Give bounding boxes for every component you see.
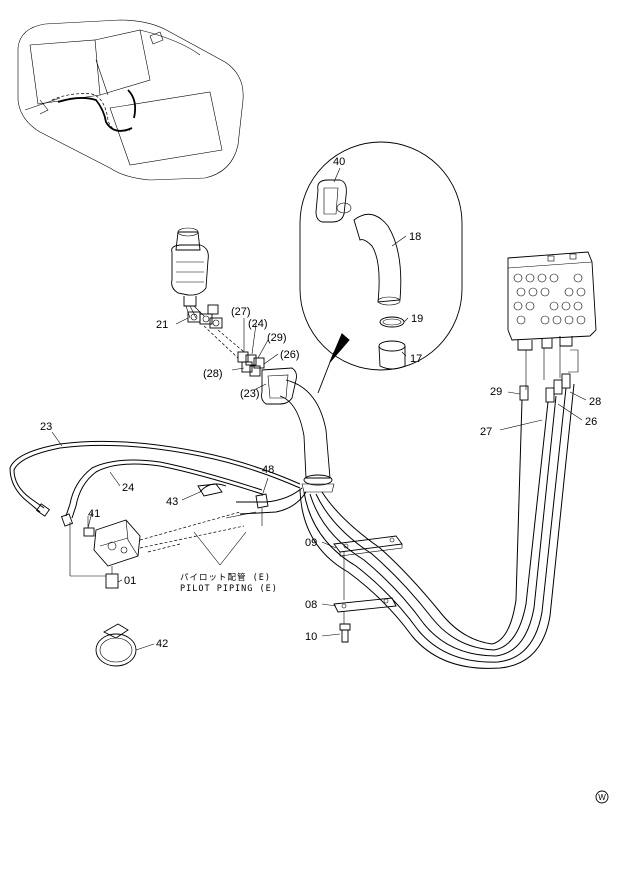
pipe-bend bbox=[279, 379, 335, 493]
callout-21: 21 bbox=[156, 319, 168, 331]
pilot-hose-bundle bbox=[236, 383, 575, 669]
valve-port bbox=[549, 301, 559, 311]
valve-port bbox=[528, 287, 538, 297]
callout-48: 48 bbox=[262, 464, 274, 476]
valve-port bbox=[513, 273, 523, 283]
callout-24: 24 bbox=[122, 482, 134, 494]
callout-28: 28 bbox=[589, 396, 601, 408]
callout-24-ref: (24) bbox=[248, 318, 268, 330]
callout-08: 08 bbox=[305, 599, 317, 611]
callout-29-ref: (29) bbox=[267, 332, 287, 344]
leader-lines bbox=[51, 167, 587, 651]
valve-port bbox=[576, 287, 586, 297]
valve-port bbox=[573, 301, 583, 311]
machine-overview-sketch bbox=[17, 19, 244, 181]
hose-connector-group bbox=[237, 351, 297, 405]
valve-port bbox=[513, 301, 523, 311]
callout-09: 09 bbox=[305, 537, 317, 549]
valve-port bbox=[537, 273, 547, 283]
callout-43: 43 bbox=[166, 496, 178, 508]
detail-callout-oval bbox=[299, 141, 463, 394]
callout-23: 23 bbox=[40, 421, 52, 433]
callout-27-ref: (27) bbox=[231, 306, 251, 318]
valve-port bbox=[549, 273, 559, 283]
left-hoses bbox=[9, 440, 301, 527]
callout-26: 26 bbox=[585, 416, 597, 428]
valve-port bbox=[525, 301, 535, 311]
valve-port bbox=[576, 315, 586, 325]
callout-18: 18 bbox=[409, 231, 421, 243]
callout-27: 27 bbox=[480, 426, 492, 438]
pilot-piping-caption: パイロット配管 (E) PILOT PIPING (E) bbox=[180, 572, 278, 594]
corner-mark-letter: W bbox=[598, 793, 606, 802]
clamps-brackets bbox=[197, 483, 269, 526]
valve-port bbox=[516, 287, 526, 297]
callout-29: 29 bbox=[490, 386, 502, 398]
caption-english: PILOT PIPING (E) bbox=[180, 584, 278, 594]
callout-41: 41 bbox=[88, 508, 100, 520]
callout-42: 42 bbox=[156, 638, 168, 650]
valve-port bbox=[561, 301, 571, 311]
valve-port bbox=[516, 315, 526, 325]
corner-w-mark: W bbox=[595, 790, 609, 804]
valve-port bbox=[540, 315, 550, 325]
callout-01: 01 bbox=[124, 575, 136, 587]
callout-10: 10 bbox=[305, 631, 317, 643]
pilot-piping-block bbox=[69, 511, 247, 589]
valve-port bbox=[564, 315, 574, 325]
callout-23-ref: (23) bbox=[240, 388, 260, 400]
valve-port bbox=[564, 287, 574, 297]
control-valve-block bbox=[507, 251, 597, 403]
callout-labels: 40 18 19 17 21 (27) (24) (29) (26) (28) … bbox=[40, 156, 601, 650]
callout-19: 19 bbox=[411, 313, 423, 325]
callout-26-ref: (26) bbox=[280, 349, 300, 361]
pilot-valve-assembly bbox=[171, 227, 245, 359]
valve-port bbox=[573, 273, 583, 283]
valve-port bbox=[552, 315, 562, 325]
caption-japanese: パイロット配管 (E) bbox=[180, 572, 271, 583]
callout-28-ref: (28) bbox=[203, 368, 223, 380]
valve-port bbox=[540, 287, 550, 297]
callout-17: 17 bbox=[410, 353, 422, 365]
band-clamp bbox=[95, 623, 137, 667]
valve-port bbox=[525, 273, 535, 283]
mounting-plates bbox=[333, 535, 403, 643]
callout-40: 40 bbox=[333, 156, 345, 168]
